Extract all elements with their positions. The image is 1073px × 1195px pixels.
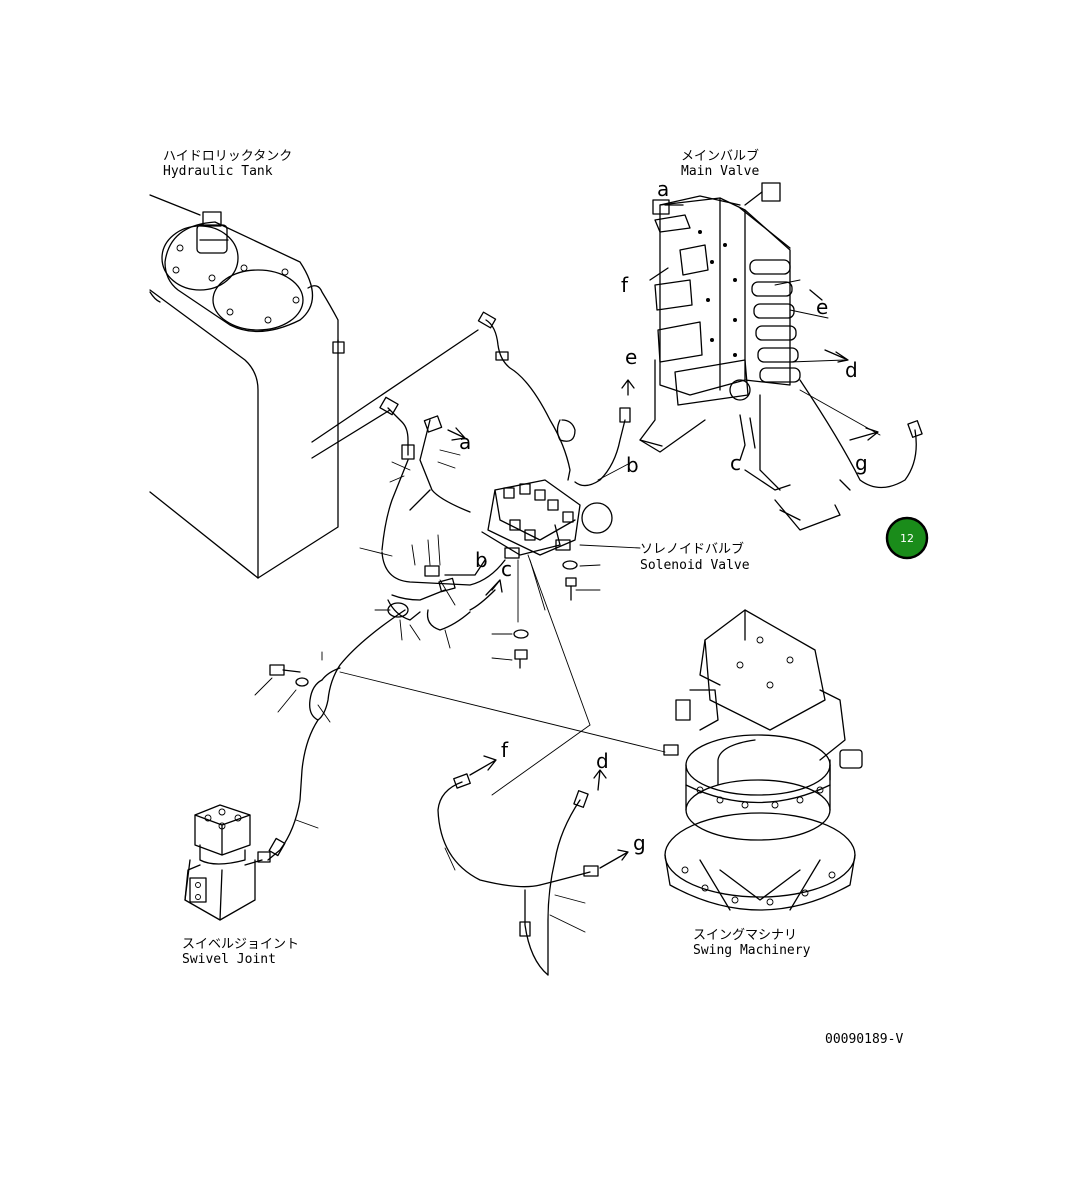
- connection-letter-f: f: [621, 273, 629, 297]
- callout-circle[interactable]: [885, 516, 929, 560]
- hydraulic-tank: [149, 194, 479, 579]
- connection-letter-e: e: [816, 295, 828, 319]
- connection-letter-f-lower: f: [501, 738, 509, 762]
- hoses-bottom: [437, 724, 629, 976]
- connection-letter-g: g: [855, 451, 868, 475]
- swing-machinery-label-jp: スイングマシナリ: [693, 928, 797, 943]
- connection-letter-c: c: [730, 451, 741, 475]
- connection-letter-a-tank: a: [459, 430, 471, 454]
- drawing-number: 00090189-V: [825, 1032, 903, 1047]
- main-valve-label-jp: メインバルブ: [681, 148, 759, 164]
- main-valve-label-en: Main Valve: [681, 164, 759, 179]
- connection-letter-e-tube: e: [625, 345, 637, 369]
- solenoid-valve-label-jp: ソレノイドバルブ: [640, 541, 744, 557]
- hydraulic-tank-label-en: Hydraulic Tank: [163, 164, 273, 179]
- hoses-lower: [254, 551, 666, 863]
- swing-machinery-label-en: Swing Machinery: [693, 943, 811, 958]
- swivel-joint-label-jp: スイベルジョイント: [182, 937, 299, 952]
- swivel-joint: [184, 804, 263, 921]
- hoses-upper: [359, 311, 635, 566]
- connection-letter-b-tube: b: [626, 453, 639, 477]
- callout-number: 12: [900, 532, 914, 545]
- connection-letter-d: d: [845, 358, 858, 382]
- solenoid-valve-label-en: Solenoid Valve: [640, 558, 750, 573]
- swing-machinery: [663, 609, 863, 911]
- connection-letter-b-solenoid: b: [475, 548, 488, 572]
- swivel-joint-label-en: Swivel Joint: [182, 952, 276, 967]
- spool-caps: [749, 259, 801, 383]
- connection-letter-c-solenoid: c: [501, 557, 512, 581]
- connection-letter-a: a: [657, 177, 669, 201]
- connection-letter-g-lower: g: [633, 831, 646, 855]
- solenoid-valve: [481, 479, 641, 726]
- main-valve: [639, 182, 923, 531]
- connection-letter-d-lower: d: [596, 749, 609, 773]
- callout-badge[interactable]: 12: [885, 516, 929, 560]
- hydraulic-tank-label-jp: ハイドロリックタンク: [163, 149, 292, 164]
